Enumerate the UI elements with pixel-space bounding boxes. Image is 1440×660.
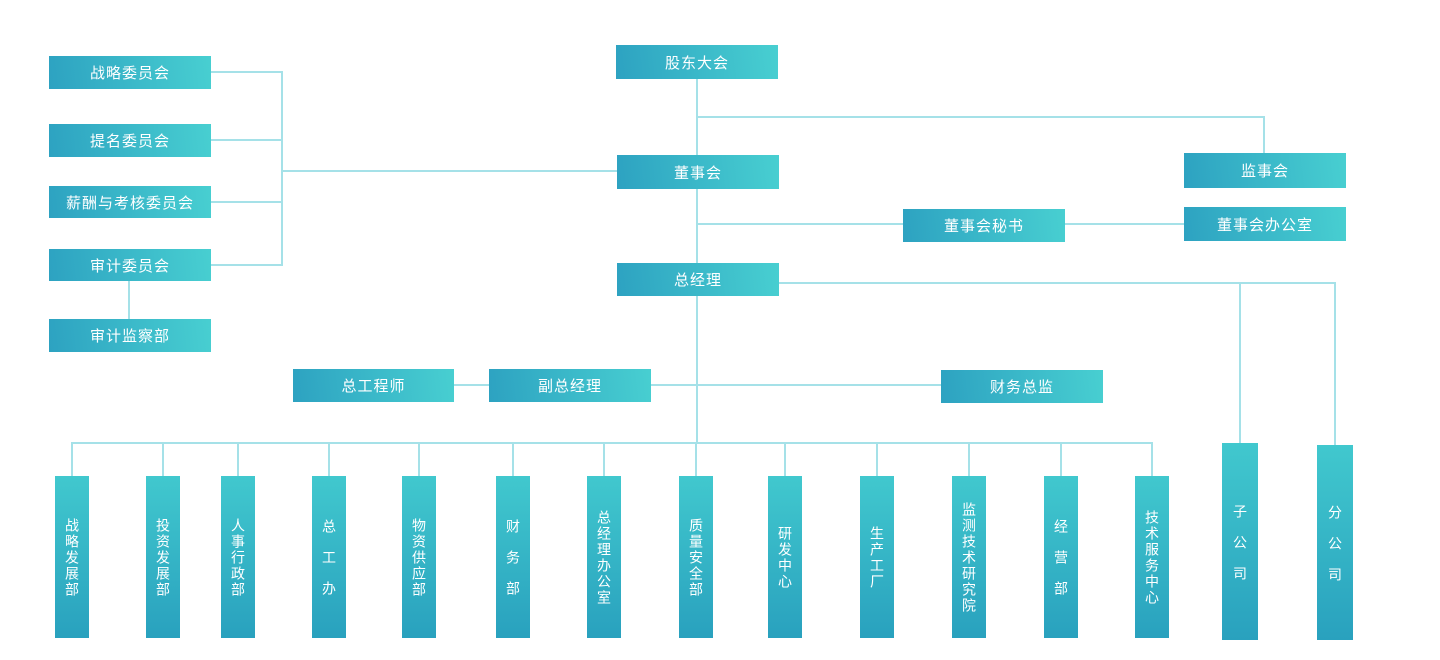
connector-line (328, 442, 330, 476)
connector-line (211, 139, 281, 141)
dept-label: 物资供应部 (411, 518, 427, 598)
node-label: 董事会秘书 (943, 218, 1024, 235)
dept-label: 生产工厂 (869, 526, 885, 590)
node-label: 总经理 (673, 272, 722, 289)
node-label: 薪酬与考核委员会 (65, 194, 194, 212)
node-chief-engineer[interactable]: 总工程师 (293, 369, 454, 402)
dept-technical-service-center[interactable]: 技术服务中心 (1135, 476, 1169, 638)
connector-line (281, 71, 283, 266)
connector-line (71, 442, 73, 476)
dept-chief-engineer-office[interactable]: 总工办 (312, 476, 346, 638)
connector-line (696, 116, 1264, 118)
node-board-of-directors[interactable]: 董事会 (617, 155, 779, 189)
connector-line (418, 442, 420, 476)
node-label: 分公司 (1327, 504, 1343, 598)
dept-investment-development[interactable]: 投资发展部 (146, 476, 180, 638)
connector-line (779, 282, 1336, 284)
connector-line (696, 296, 698, 443)
node-branch-company[interactable]: 分公司 (1317, 445, 1353, 640)
dept-label: 投资发展部 (155, 518, 171, 598)
dept-label: 研发中心 (777, 526, 793, 590)
connector-line (651, 384, 941, 386)
connector-line (237, 442, 239, 476)
node-audit-committee[interactable]: 审计委员会 (49, 249, 211, 281)
dept-label: 财务部 (505, 519, 521, 612)
connector-line (696, 223, 903, 225)
node-general-manager[interactable]: 总经理 (617, 263, 779, 296)
dept-strategy-development[interactable]: 战略发展部 (55, 476, 89, 638)
node-compensation-committee[interactable]: 薪酬与考核委员会 (49, 186, 211, 218)
dept-quality-safety[interactable]: 质量安全部 (679, 476, 713, 638)
node-label: 财务总监 (989, 379, 1054, 396)
node-board-secretary[interactable]: 董事会秘书 (903, 209, 1065, 242)
node-label: 总工程师 (341, 378, 406, 395)
connector-line (1239, 282, 1241, 443)
connector-line (211, 71, 281, 73)
node-deputy-general-manager[interactable]: 副总经理 (489, 369, 651, 402)
dept-label: 监测技术研究院 (961, 502, 977, 614)
connector-line (696, 189, 698, 263)
connector-line (603, 442, 605, 476)
dept-label: 经营部 (1053, 519, 1069, 612)
dept-monitoring-tech-institute[interactable]: 监测技术研究院 (952, 476, 986, 638)
node-nomination-committee[interactable]: 提名委员会 (49, 124, 211, 157)
dept-label: 人事行政部 (230, 518, 246, 598)
node-label: 监事会 (1240, 163, 1289, 180)
node-supervisory-board[interactable]: 监事会 (1184, 153, 1346, 188)
dept-label: 技术服务中心 (1144, 510, 1160, 606)
connector-line (1065, 223, 1184, 225)
node-label: 董事会办公室 (1216, 216, 1313, 234)
dept-rd-center[interactable]: 研发中心 (768, 476, 802, 638)
node-strategy-committee[interactable]: 战略委员会 (49, 56, 211, 89)
node-shareholders-meeting[interactable]: 股东大会 (616, 45, 778, 79)
node-label: 审计监察部 (89, 328, 170, 345)
dept-hr-administration[interactable]: 人事行政部 (221, 476, 255, 638)
dept-production-factory[interactable]: 生产工厂 (860, 476, 894, 638)
dept-label: 质量安全部 (688, 518, 704, 598)
node-board-office[interactable]: 董事会办公室 (1184, 207, 1346, 241)
connector-line (162, 442, 164, 476)
connector-line (211, 264, 281, 266)
connector-line (211, 201, 281, 203)
connector-line (1334, 282, 1336, 445)
dept-materials-supply[interactable]: 物资供应部 (402, 476, 436, 638)
node-subsidiary-company[interactable]: 子公司 (1222, 443, 1258, 640)
node-audit-supervision-dept[interactable]: 审计监察部 (49, 319, 211, 352)
connector-line (784, 442, 786, 476)
connector-line (281, 170, 617, 172)
node-finance-director[interactable]: 财务总监 (941, 370, 1103, 403)
node-label: 副总经理 (537, 378, 602, 395)
dept-operations[interactable]: 经营部 (1044, 476, 1078, 638)
connector-line (1263, 116, 1265, 153)
node-label: 董事会 (673, 164, 722, 182)
dept-gm-office[interactable]: 总经理办公室 (587, 476, 621, 638)
connector-line (512, 442, 514, 476)
connector-line (1060, 442, 1062, 476)
dept-label: 总工办 (321, 519, 337, 612)
connector-line (1151, 442, 1153, 476)
dept-finance[interactable]: 财务部 (496, 476, 530, 638)
node-label: 提名委员会 (89, 133, 170, 150)
node-label: 股东大会 (664, 54, 729, 72)
connector-line (968, 442, 970, 476)
node-label: 子公司 (1232, 503, 1248, 597)
dept-label: 总经理办公室 (596, 510, 612, 606)
connector-line (876, 442, 878, 476)
connector-line (454, 384, 489, 386)
connector-line (695, 442, 697, 476)
connector-line (71, 442, 1152, 444)
node-label: 战略委员会 (89, 65, 170, 82)
node-label: 审计委员会 (89, 257, 170, 275)
dept-label: 战略发展部 (64, 518, 80, 598)
connector-line (128, 281, 130, 319)
